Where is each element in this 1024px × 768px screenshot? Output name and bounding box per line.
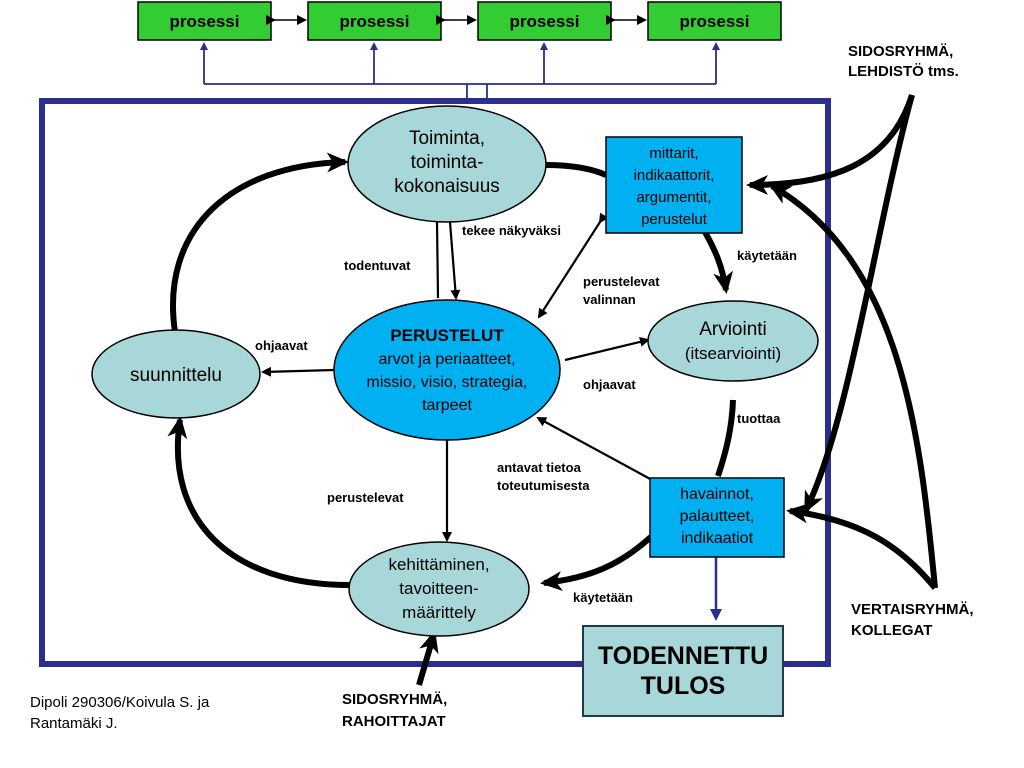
vertais-line-1: VERTAISRYHMÄ, [851, 601, 974, 618]
node-kehittaminen: kehittäminen, tavoitteen- määrittely [348, 541, 530, 637]
credit-text: Dipoli 290306/Koivula S. ja Rantamäki J. [30, 692, 209, 734]
arrow-ohjaavat-right [564, 337, 650, 362]
label-ohjaavat-left: ohjaavat [255, 338, 308, 353]
arrow-rahoittajat [416, 630, 439, 686]
process-label-1: prosessi [170, 12, 240, 31]
process-connector [200, 42, 720, 98]
node-mittarit: mittarit, indikaattorit, argumentit, per… [605, 136, 743, 234]
stakeholder-labels: SIDOSRYHMÄ, LEHDISTÖ tms. VERTAISRYHMÄ, … [342, 43, 974, 730]
arrow-toiminta-to-mittarit [545, 162, 608, 178]
cycle-arrows [167, 152, 736, 591]
main-frame [39, 98, 831, 667]
arrow-suunnittelu-to-toiminta [170, 152, 349, 333]
mittarit-line-4: perustelut [641, 211, 708, 228]
perustelut-line-1: arvot ja periaatteet, [379, 351, 516, 368]
mittarit-line-2: indikaattorit, [634, 167, 715, 184]
label-tekee-nakyvaksi: tekee näkyväksi [462, 223, 561, 238]
perustelut-line-3: tarpeet [422, 397, 472, 414]
result-line-1: TODENNETTU [597, 642, 769, 670]
process-box-4 [647, 1, 782, 41]
arviointi-line-2: (itsearviointi) [685, 344, 781, 363]
thin-arrows [261, 212, 653, 542]
external-arrows [416, 94, 938, 686]
process-label-4: prosessi [680, 12, 750, 31]
havainnot-line-3: indikaatiot [681, 530, 754, 547]
process-box-2 [307, 1, 442, 41]
toiminta-line-1: Toiminta, [409, 128, 485, 149]
arrow-perustelevat-valinnan [537, 212, 609, 319]
node-toiminta: Toiminta, toiminta- kokonaisuus [347, 105, 547, 223]
kehittaminen-line-3: määrittely [402, 603, 476, 622]
toiminta-line-3: kokonaisuus [394, 176, 500, 197]
arviointi-line-1: Arviointi [699, 319, 767, 340]
arrow-vertais-to-mittarit [768, 183, 938, 589]
label-perustelevat-2: valinnan [583, 292, 636, 307]
arrow-mittarit-to-arviointi [702, 230, 734, 294]
perustelut-line-2: missio, visio, strategia, [367, 374, 528, 391]
label-kaytetaan-top: käytetään [737, 248, 797, 263]
sidosryhma-bottom-line-2: RAHOITTAJAT [342, 713, 446, 730]
havainnot-line-1: havainnot, [680, 486, 754, 503]
kehittaminen-line-2: tavoitteen- [399, 579, 478, 598]
process-label-2: prosessi [340, 12, 410, 31]
credit-line-1: Dipoli 290306/Koivula S. ja [30, 694, 210, 711]
credit-line-2: Rantamäki J. [30, 715, 118, 732]
label-antavat-1: antavat tietoa [497, 460, 582, 475]
node-suunnittelu: suunnittelu [91, 329, 261, 419]
mittarit-line-3: argumentit, [636, 189, 711, 206]
sidosryhma-bottom-line-1: SIDOSRYHMÄ, [342, 691, 447, 708]
label-todentuvat: todentuvat [344, 258, 411, 273]
arrow-todentuvat-2 [448, 221, 461, 300]
arrow-vertais-to-havainnot [786, 503, 938, 590]
node-arviointi: Arviointi (itsearviointi) [647, 300, 819, 382]
sidosryhma-top-line-1: SIDOSRYHMÄ, [848, 43, 953, 60]
kehittaminen-line-1: kehittäminen, [388, 555, 489, 574]
arrow-havainnot-to-kehittaminen [540, 533, 655, 591]
label-antavat-2: toteutumisesta [497, 478, 590, 493]
label-tuottaa: tuottaa [737, 411, 781, 426]
process-box-1 [137, 1, 272, 41]
sidosryhma-top-line-2: LEHDISTÖ tms. [848, 63, 959, 80]
arrow-antavat-tietoa [536, 417, 653, 481]
label-kaytetaan-bottom: käytetään [573, 590, 633, 605]
result-line-2: TULOS [640, 672, 726, 700]
vertais-line-2: KOLLEGAT [851, 622, 932, 639]
label-perustelevat-1: perustelevat [583, 274, 660, 289]
process-row: prosessi prosessi prosessi prosessi [137, 1, 782, 41]
process-label-3: prosessi [510, 12, 580, 31]
perustelut-title: PERUSTELUT [390, 326, 504, 345]
mittarit-line-1: mittarit, [649, 145, 698, 162]
arrow-sidosryhma-to-havainnot [803, 94, 915, 514]
label-ohjaavat-right: ohjaavat [583, 377, 636, 392]
edge-labels: tekee näkyväksi todentuvat käytetään per… [255, 223, 797, 605]
suunnittelu-label: suunnittelu [130, 365, 222, 386]
arrow-kehittaminen-to-suunnittelu [167, 416, 351, 588]
node-havainnot: havainnot, palautteet, indikaatiot [649, 477, 785, 558]
toiminta-line-2: toiminta- [411, 152, 484, 173]
arrow-todentuvat-1 [435, 221, 440, 299]
arrow-arviointi-to-havainnot [715, 399, 736, 477]
label-perustelevat: perustelevat [327, 490, 404, 505]
arrow-ohjaavat-left [261, 366, 335, 377]
node-perustelut: PERUSTELUT arvot ja periaatteet, missio,… [333, 299, 561, 441]
result-box: TODENNETTU TULOS [582, 625, 784, 717]
havainnot-line-2: palautteet, [680, 508, 755, 525]
